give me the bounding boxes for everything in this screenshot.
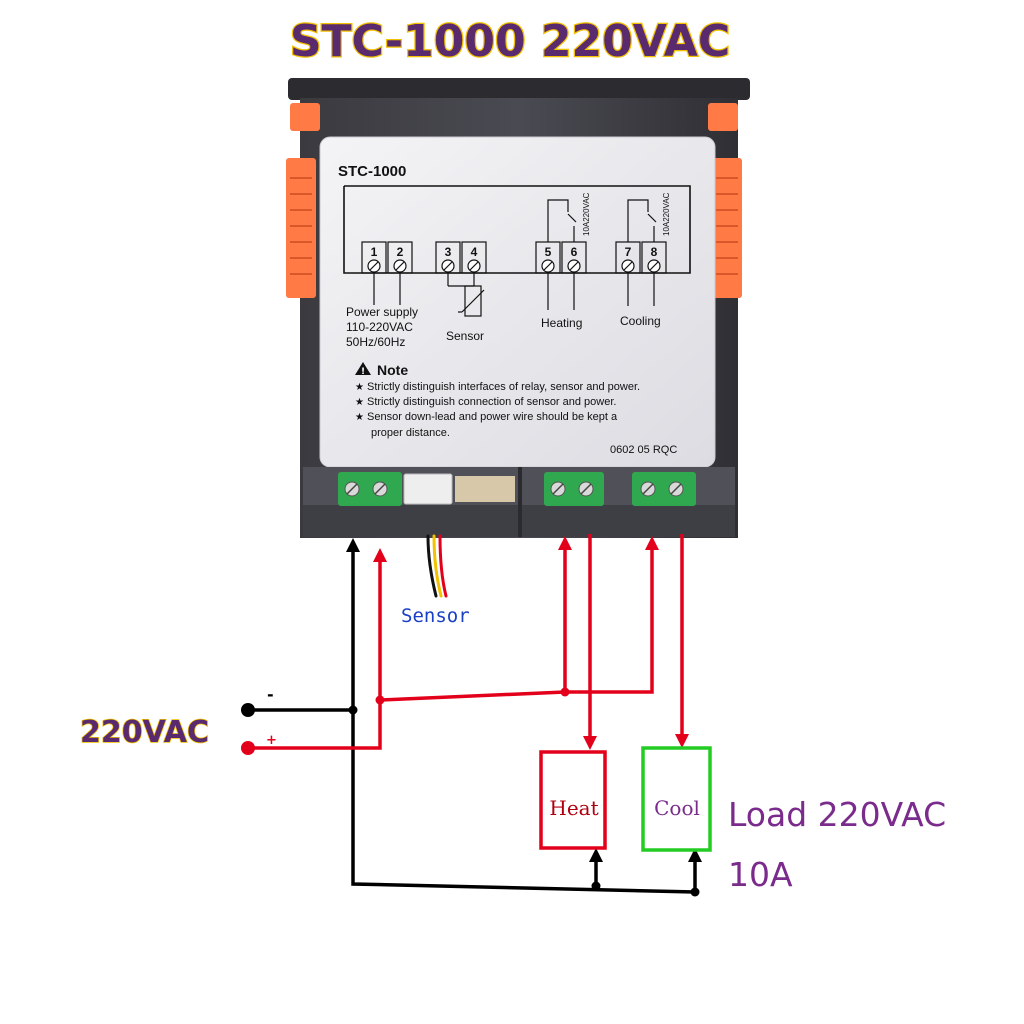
supply-voltage-label: 220VAC (80, 715, 209, 750)
terminal-block-cooling (632, 472, 696, 506)
power-supply-label: Power supply (346, 305, 418, 319)
terminal-block-power (338, 472, 402, 506)
cooling-terminal-label: Cooling (620, 314, 661, 328)
supply-terminal-neutral (241, 703, 255, 717)
arrow-up-icon (688, 848, 702, 862)
page-title: STC-1000 220VAC (290, 16, 730, 67)
sensor-lead (426, 534, 448, 598)
note-bullet-icon: ★ (355, 382, 364, 393)
cool-load-box (641, 746, 712, 852)
note-bullet-icon: ★ (355, 397, 364, 408)
sensor-terminal-label: Sensor (446, 329, 484, 343)
terminal-number: 2 (397, 245, 404, 259)
relay-symbol-cooling (627, 199, 657, 242)
note-line: proper distance. (371, 427, 450, 439)
plus-sign: + (266, 733, 277, 748)
arrow-up-icon (558, 536, 572, 550)
power-voltage-label: 110-220VAC (346, 320, 413, 334)
heat-load-box (539, 750, 607, 850)
relay-rating-cooling: 10A220VAC (662, 192, 671, 236)
arrow-down-icon (675, 734, 689, 748)
minus-sign: - (267, 685, 274, 704)
sensor-label: Sensor (401, 605, 470, 627)
warning-icon (355, 362, 371, 375)
sensor-connector (403, 473, 453, 505)
live-wires (248, 534, 684, 750)
terminal-number: 5 (545, 245, 552, 259)
heat-load-label: Heat (549, 796, 598, 820)
power-frequency-label: 50Hz/60Hz (346, 335, 405, 349)
cool-load-label: Cool (654, 796, 700, 820)
product-code: 0602 05 RQC (610, 444, 677, 456)
note-line: Strictly distinguish interfaces of relay… (367, 381, 640, 393)
terminal-number: 3 (445, 245, 452, 259)
clip-left-top (290, 103, 320, 131)
arrow-up-icon (373, 548, 387, 562)
svg-text:!: ! (361, 367, 365, 377)
terminal-number: 6 (571, 245, 578, 259)
case-top-lip (288, 78, 750, 100)
terminal-number: 4 (471, 245, 478, 259)
controller-unit: STC-1000 1 2 3 4 5 6 7 8 (286, 78, 750, 538)
supply-terminal-live (241, 741, 255, 755)
arrow-up-icon (589, 848, 603, 862)
thermistor-symbol (458, 285, 485, 317)
terminal-number: 7 (625, 245, 632, 259)
note-title: Note (377, 362, 408, 378)
junction-dot (348, 687, 700, 897)
note-line: Sensor down-lead and power wire should b… (367, 411, 618, 423)
note-line: Strictly distinguish connection of senso… (367, 396, 616, 408)
heating-terminal-label: Heating (541, 316, 582, 330)
relay-symbol-heating (547, 199, 577, 242)
terminal-number: 1 (371, 245, 378, 259)
arrow-up-icon (645, 536, 659, 550)
neutral-wires (248, 548, 697, 894)
arrow-up-icon (346, 538, 360, 552)
terminal-number: 8 (651, 245, 658, 259)
arrow-down-icon (583, 736, 597, 750)
relay-rating-heating: 10A220VAC (582, 192, 591, 236)
schematic-frame (343, 185, 691, 274)
pcb-strip (455, 476, 515, 502)
clip-right-top (708, 103, 738, 131)
sticker-model: STC-1000 (338, 163, 406, 180)
load-voltage-label: Load 220VAC (728, 795, 946, 834)
load-current-label: 10A (728, 855, 793, 894)
terminal-block-heating (544, 472, 604, 506)
note-bullet-icon: ★ (355, 412, 364, 423)
